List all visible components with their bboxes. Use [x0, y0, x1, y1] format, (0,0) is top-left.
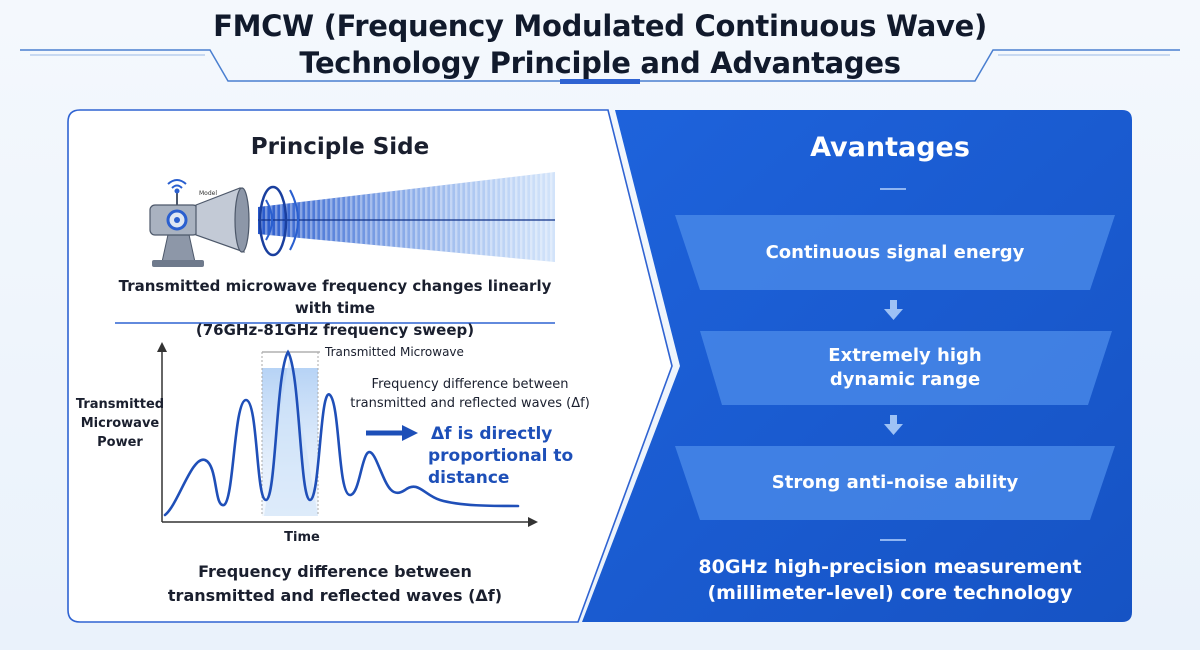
chart-axes — [157, 342, 538, 527]
principle-panel — [67, 109, 673, 623]
title-underline — [560, 79, 640, 84]
title-line-1: FMCW (Frequency Modulated Continuous Wav… — [213, 9, 987, 43]
note-line-2: proportional to distance — [428, 446, 574, 488]
arrow-down-icon — [884, 415, 903, 435]
advantage-2-line-1: Extremely high — [828, 345, 982, 366]
distance-note: Δf is directly proportional to distance — [428, 423, 638, 489]
caption-bottom-line-1: Frequency difference between — [198, 562, 472, 581]
caption-top-line-2: (76GHz-81GHz frequency sweep) — [195, 321, 475, 339]
note-line-1: Δf is directly — [431, 424, 553, 444]
caption-top-line-1: Transmitted microwave frequency changes … — [118, 277, 552, 317]
ylabel-line-3: Power — [97, 435, 143, 450]
transmitted-label: Transmitted Microwave — [325, 345, 464, 359]
advantage-box-1 — [675, 215, 1115, 290]
ylabel-line-2: Microwave — [80, 416, 160, 431]
footer-line-1: 80GHz high-precision measurement — [698, 556, 1082, 578]
arrow-down-icon — [884, 300, 903, 320]
device-tag: Model — [199, 190, 218, 197]
advantage-item-2: Extremely high dynamic range — [722, 344, 1088, 392]
advantages-heading: Avantages — [810, 132, 970, 163]
signal-wave — [163, 349, 520, 517]
chart-ylabel: Transmitted Microwave Power — [70, 395, 170, 452]
advantage-box-2 — [700, 331, 1112, 405]
diff-label: Frequency difference between transmitted… — [350, 375, 590, 413]
ylabel-line-1: Transmitted — [75, 397, 165, 412]
chart-xlabel: Time — [284, 530, 320, 545]
title-line-2: Technology Principle and Advantages — [299, 46, 901, 80]
diff-label-line-2: transmitted and reflected waves (Δf) — [350, 396, 590, 411]
advantage-2-line-2: dynamic range — [829, 369, 981, 390]
principle-heading: Principle Side — [250, 134, 430, 160]
advantage-item-1: Continuous signal energy — [700, 241, 1090, 265]
advantage-1-line-1: Continuous signal energy — [765, 242, 1025, 263]
advantage-3-line-1: Strong anti-noise ability — [771, 472, 1019, 493]
caption-bottom-line-2: transmitted and reflected waves (Δf) — [167, 586, 503, 605]
advantages-footer: 80GHz high-precision measurement (millim… — [660, 554, 1120, 606]
note-arrow-icon — [366, 425, 418, 441]
wifi-signal-icon — [167, 179, 187, 194]
advantage-item-3: Strong anti-noise ability — [700, 471, 1090, 495]
principle-caption-top: Transmitted microwave frequency changes … — [100, 275, 570, 341]
radar-sensor-icon — [149, 187, 250, 267]
title-decoration — [20, 49, 1180, 84]
diff-label-line-1: Frequency difference between — [371, 377, 569, 392]
page-title: FMCW (Frequency Modulated Continuous Wav… — [0, 8, 1200, 82]
footer-line-2: (millimeter-level) core technology — [707, 582, 1073, 604]
principle-caption-bottom: Frequency difference between transmitted… — [110, 560, 560, 608]
advantage-box-3 — [675, 446, 1115, 520]
